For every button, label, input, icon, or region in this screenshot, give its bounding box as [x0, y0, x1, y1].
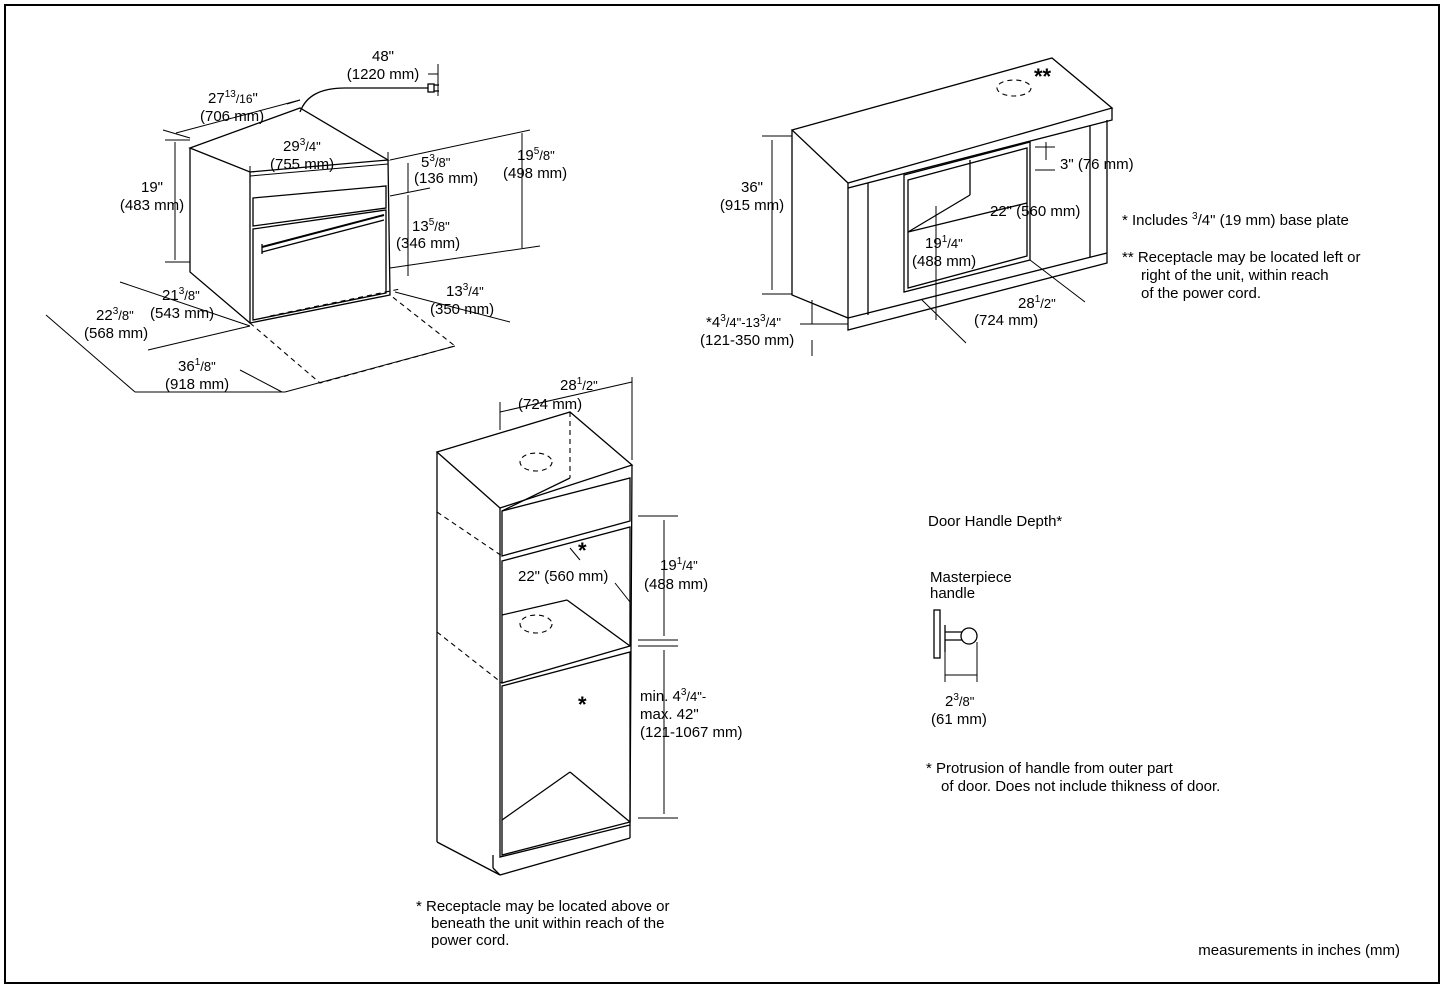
note-receptacle-2: right of the unit, within reach — [1141, 267, 1329, 284]
handle-note-2: of door. Does not include thikness of do… — [941, 778, 1220, 795]
handle-note-1: * Protrusion of handle from outer part — [926, 760, 1174, 777]
height-mm: (483 mm) — [120, 197, 184, 214]
base-height-mm: (121-350 mm) — [700, 332, 794, 349]
drawer-h-in: 53/8" — [421, 153, 451, 171]
note-receptacle-1: ** Receptacle may be located left or — [1122, 249, 1360, 266]
depth-top-in: 2713/16" — [208, 89, 258, 107]
drawer-ext-mm: (350 mm) — [430, 301, 494, 318]
warming-drawer-unit — [45, 64, 541, 393]
handle-depth-in: 23/8" — [945, 692, 975, 710]
receptacle-marker: ** — [1034, 64, 1052, 89]
tall-width-mm: (724 mm) — [518, 396, 582, 413]
total-h-mm: (498 mm) — [503, 165, 567, 182]
inner-height-in: 191/4" — [925, 234, 963, 252]
tall-inner-height-in: 191/4" — [660, 556, 698, 574]
opening-h-mm: (346 mm) — [396, 235, 460, 252]
opening-h-in: 135/8" — [412, 217, 450, 235]
lower-height-mm: (121-1067 mm) — [640, 724, 743, 741]
width-in: 293/4" — [283, 137, 321, 155]
tall-depth: 22" (560 mm) — [518, 568, 608, 585]
dim-3in: 3" (76 mm) — [1060, 156, 1134, 173]
receptacle-marker-lower: * — [578, 692, 587, 717]
cabinet-width-in: 281/2" — [1018, 294, 1056, 312]
handle-label-1: Masterpiece — [930, 569, 1012, 586]
cord-length-in: 48" — [372, 48, 394, 65]
receptacle-marker-upper: * — [578, 538, 587, 563]
cord-length-mm: (1220 mm) — [347, 66, 420, 83]
drawer-ext-in: 133/4" — [446, 282, 484, 300]
width-mm: (755 mm) — [270, 156, 334, 173]
base-height-in: *43/4"-133/4" — [706, 313, 781, 331]
tall-note-1: * Receptacle may be located above or — [416, 898, 669, 915]
drawing-frame — [4, 4, 1440, 984]
units-note: measurements in inches (mm) — [1198, 942, 1400, 959]
tall-note-3: power cord. — [431, 932, 509, 949]
cabinet-width-mm: (724 mm) — [974, 312, 1038, 329]
side-depth-in: 213/8" — [162, 286, 200, 304]
tall-width-in: 281/2" — [560, 376, 598, 394]
tall-inner-height-mm: (488 mm) — [644, 576, 708, 593]
handle-profile — [933, 609, 978, 682]
lower-height-max: max. 42" — [640, 706, 699, 723]
depth-full-in: 223/8" — [96, 306, 134, 324]
inner-height-mm: (488 mm) — [912, 253, 976, 270]
total-h-in: 195/8" — [517, 146, 555, 164]
handle-depth-mm: (61 mm) — [931, 711, 987, 728]
handle-label-2: handle — [930, 585, 975, 602]
base-cabinet — [762, 57, 1114, 356]
lower-height-min: min. 43/4"- — [640, 687, 706, 705]
cabinet-height-mm: (915 mm) — [720, 197, 784, 214]
depth-full-mm: (568 mm) — [84, 325, 148, 342]
open-depth-in: 361/8" — [178, 357, 216, 375]
tall-cabinet — [435, 377, 678, 876]
inner-width: 22" (560 mm) — [990, 203, 1080, 220]
side-depth-mm: (543 mm) — [150, 305, 214, 322]
note-base-plate: * Includes 3/4" (19 mm) base plate — [1122, 211, 1349, 229]
note-receptacle-3: of the power cord. — [1141, 285, 1261, 302]
drawer-h-mm: (136 mm) — [414, 170, 478, 187]
cabinet-height-in: 36" — [741, 179, 763, 196]
handle-title: Door Handle Depth* — [928, 513, 1062, 530]
tall-note-2: beneath the unit within reach of the — [431, 915, 665, 932]
depth-top-mm: (706 mm) — [200, 108, 264, 125]
height-in: 19" — [141, 179, 163, 196]
open-depth-mm: (918 mm) — [165, 376, 229, 393]
